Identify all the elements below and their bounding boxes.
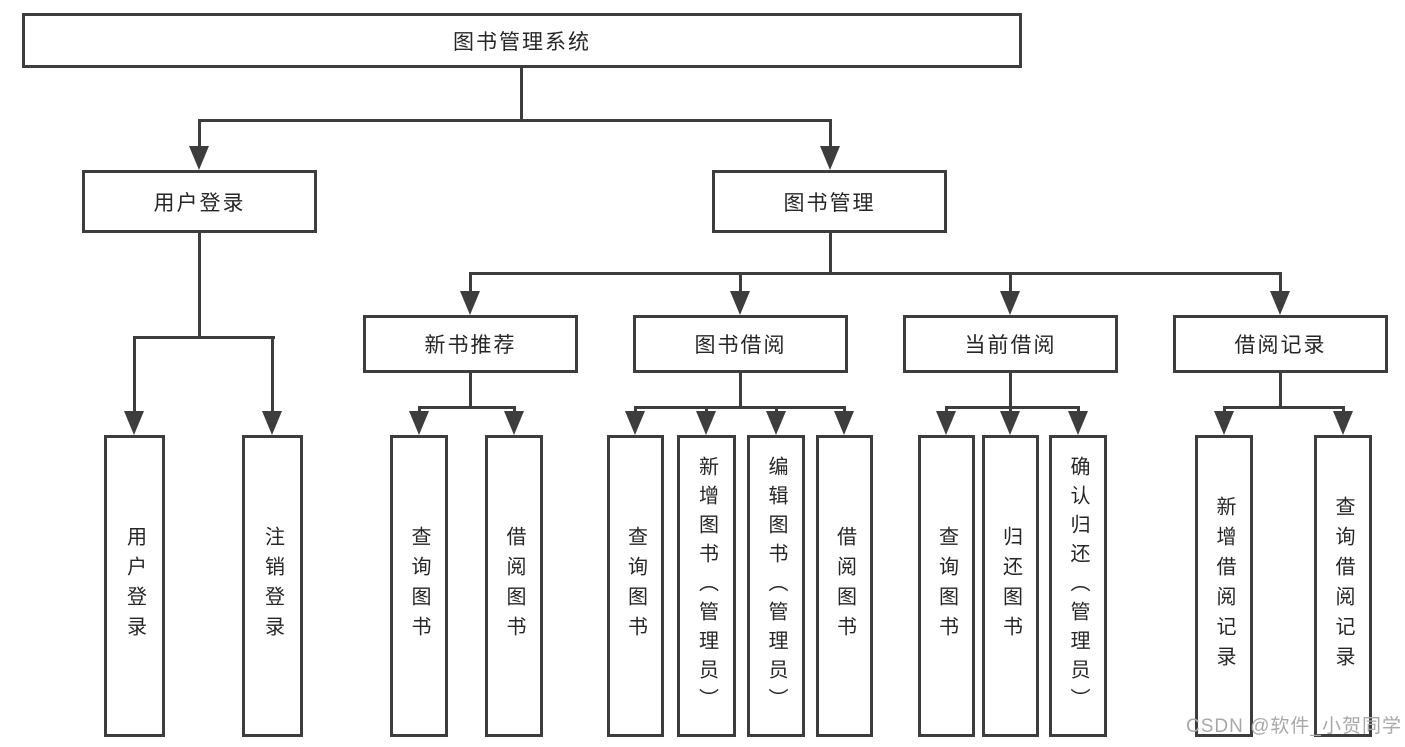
leaf-query-books-recommend-label: 查询图书 bbox=[408, 526, 430, 646]
leaf-borrow-books-borrow: 借阅图书 bbox=[816, 435, 873, 737]
connector-drop bbox=[469, 272, 472, 294]
connector-drop bbox=[829, 119, 832, 149]
leaf-user-login-label: 用户登录 bbox=[123, 526, 146, 646]
connector-stem-user-login bbox=[198, 233, 201, 339]
connector-bar-user-login bbox=[133, 336, 275, 339]
connector-drop bbox=[775, 406, 778, 414]
leaf-query-borrow-record-label: 查询借阅记录 bbox=[1332, 496, 1354, 676]
leaf-borrow-books-recommend-label: 借阅图书 bbox=[503, 526, 525, 646]
connector-stem-book-borrow bbox=[739, 373, 742, 409]
connector-bar-level1 bbox=[198, 119, 832, 122]
arrow-down-icon bbox=[936, 411, 956, 435]
leaf-query-borrow-record: 查询借阅记录 bbox=[1314, 435, 1372, 737]
arrow-down-icon bbox=[1068, 411, 1088, 435]
arrow-down-icon bbox=[696, 411, 716, 435]
connector-drop bbox=[198, 119, 201, 149]
arrow-down-icon bbox=[409, 411, 429, 435]
connector-stem-borrow-records bbox=[1279, 373, 1282, 409]
leaf-query-books-current: 查询图书 bbox=[918, 435, 975, 737]
connector-drop bbox=[271, 336, 274, 414]
connector-drop bbox=[1077, 406, 1080, 414]
arrow-down-icon bbox=[1214, 411, 1234, 435]
arrow-down-icon bbox=[1333, 411, 1353, 435]
arrow-down-icon bbox=[262, 411, 282, 435]
connector-bar-book-borrow bbox=[634, 406, 846, 409]
connector-stem-new-book-recommend bbox=[469, 373, 472, 409]
node-new-book-recommend-label: 新书推荐 bbox=[424, 334, 517, 357]
leaf-add-book-admin: 新增图书（管理员） bbox=[677, 435, 736, 737]
arrow-down-icon bbox=[504, 411, 524, 435]
node-current-borrow-label: 当前借阅 bbox=[964, 334, 1057, 357]
arrow-down-icon bbox=[460, 291, 480, 315]
node-root: 图书管理系统 bbox=[22, 13, 1022, 68]
arrow-down-icon bbox=[730, 291, 750, 315]
leaf-borrow-books-borrow-label: 借阅图书 bbox=[833, 526, 856, 646]
leaf-return-books: 归还图书 bbox=[982, 435, 1039, 737]
node-borrow-records: 借阅记录 bbox=[1173, 315, 1388, 373]
leaf-edit-book-admin-label: 编辑图书（管理员） bbox=[765, 455, 787, 717]
connector-drop bbox=[843, 406, 846, 414]
connector-drop bbox=[945, 406, 948, 414]
leaf-user-login: 用户登录 bbox=[104, 435, 165, 737]
node-book-borrow: 图书借阅 bbox=[633, 315, 848, 373]
arrow-down-icon bbox=[1000, 411, 1020, 435]
leaf-query-books-recommend: 查询图书 bbox=[390, 435, 448, 737]
node-book-management: 图书管理 bbox=[712, 170, 947, 233]
connector-bar-book-management bbox=[469, 272, 1282, 275]
node-new-book-recommend: 新书推荐 bbox=[363, 315, 578, 373]
leaf-add-borrow-record-label: 新增借阅记录 bbox=[1213, 496, 1235, 676]
connector-stem-book-management bbox=[829, 233, 832, 275]
connector-drop bbox=[1009, 406, 1012, 414]
leaf-confirm-return-admin: 确认归还（管理员） bbox=[1049, 435, 1107, 737]
leaf-edit-book-admin: 编辑图书（管理员） bbox=[747, 435, 805, 737]
connector-stem-current-borrow bbox=[1009, 373, 1012, 409]
connector-drop bbox=[705, 406, 708, 414]
leaf-logout-label: 注销登录 bbox=[261, 526, 284, 646]
connector-drop bbox=[513, 406, 516, 414]
connector-bar-current-borrow bbox=[945, 406, 1080, 409]
arrow-down-icon bbox=[834, 411, 854, 435]
node-root-label: 图书管理系统 bbox=[453, 30, 591, 54]
connector-bar-new-book-recommend bbox=[418, 406, 516, 409]
node-book-management-label: 图书管理 bbox=[783, 191, 876, 215]
arrow-down-icon bbox=[1000, 291, 1020, 315]
connector-bar-borrow-records bbox=[1223, 406, 1345, 409]
node-user-login-label: 用户登录 bbox=[153, 191, 246, 215]
arrow-down-icon bbox=[625, 411, 645, 435]
leaf-borrow-books-recommend: 借阅图书 bbox=[485, 435, 543, 737]
arrow-down-icon bbox=[124, 411, 144, 435]
connector-stem-root bbox=[520, 68, 523, 122]
leaf-logout: 注销登录 bbox=[242, 435, 303, 737]
leaf-query-books-borrow: 查询图书 bbox=[607, 435, 664, 737]
leaf-return-books-label: 归还图书 bbox=[999, 526, 1022, 646]
leaf-query-books-borrow-label: 查询图书 bbox=[624, 526, 647, 646]
leaf-add-borrow-record: 新增借阅记录 bbox=[1195, 435, 1253, 737]
arrow-down-icon bbox=[189, 146, 209, 170]
node-user-login: 用户登录 bbox=[82, 170, 317, 233]
csdn-watermark: CSDN @软件_小贺同学 bbox=[1186, 716, 1402, 737]
arrow-down-icon bbox=[766, 411, 786, 435]
connector-drop bbox=[133, 336, 136, 414]
connector-drop bbox=[739, 272, 742, 294]
arrow-down-icon bbox=[1270, 291, 1290, 315]
connector-drop bbox=[1223, 406, 1226, 414]
leaf-confirm-return-admin-label: 确认归还（管理员） bbox=[1067, 455, 1089, 717]
node-borrow-records-label: 借阅记录 bbox=[1234, 334, 1327, 357]
arrow-down-icon bbox=[820, 146, 840, 170]
node-book-borrow-label: 图书借阅 bbox=[694, 334, 787, 357]
connector-drop bbox=[1342, 406, 1345, 414]
leaf-add-book-admin-label: 新增图书（管理员） bbox=[695, 455, 718, 717]
node-current-borrow: 当前借阅 bbox=[903, 315, 1118, 373]
connector-drop bbox=[418, 406, 421, 414]
connector-drop bbox=[1279, 272, 1282, 294]
connector-drop bbox=[634, 406, 637, 414]
leaf-query-books-current-label: 查询图书 bbox=[935, 526, 958, 646]
connector-drop bbox=[1009, 272, 1012, 294]
